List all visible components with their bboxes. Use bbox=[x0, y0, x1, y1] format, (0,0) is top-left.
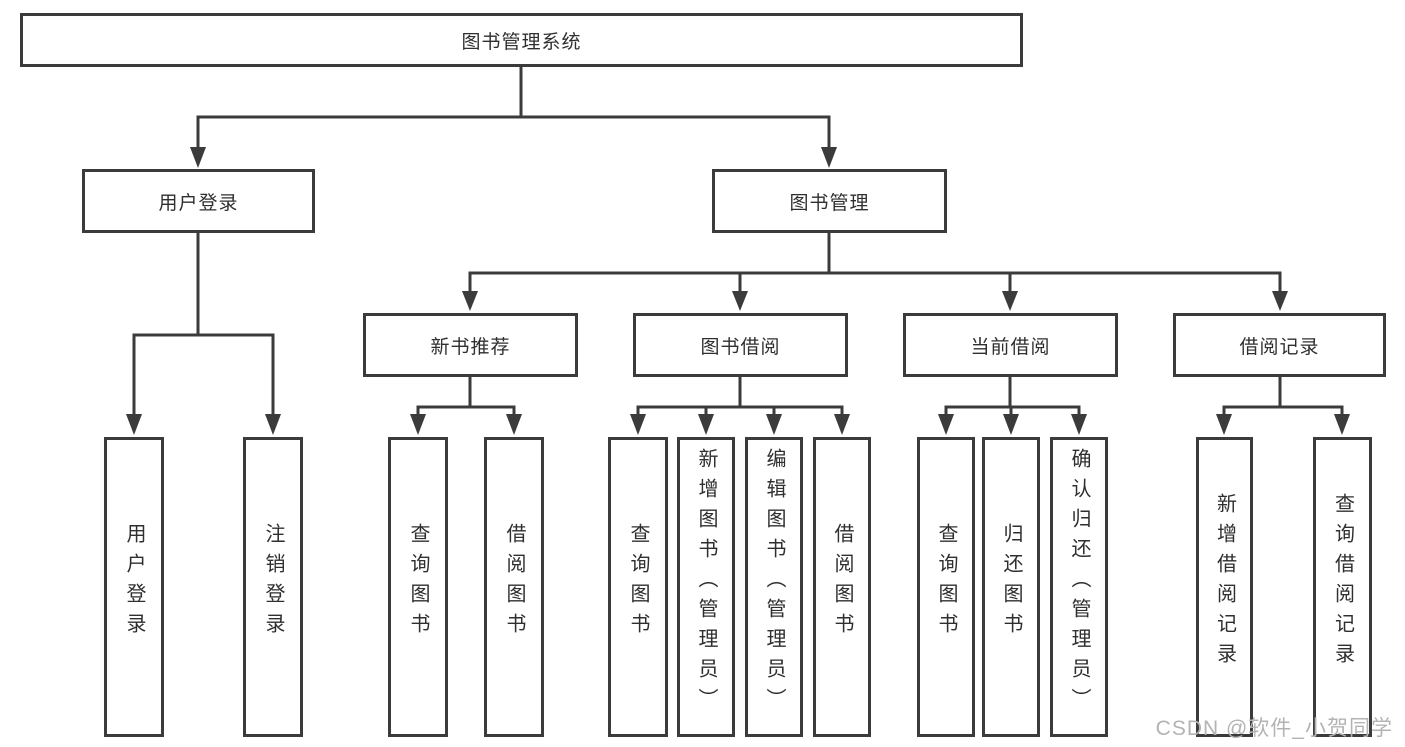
leaf-return-book-label: 归还图书 bbox=[1000, 523, 1022, 643]
node-root-label: 图书管理系统 bbox=[461, 31, 582, 53]
node-user-login: 用户登录 bbox=[82, 169, 315, 233]
arrowhead bbox=[1272, 291, 1288, 311]
leaf-borrow-book-1-label: 借阅图书 bbox=[503, 523, 525, 643]
arrowhead bbox=[834, 414, 850, 435]
node-user-login-label: 用户登录 bbox=[158, 192, 239, 214]
leaf-user-login-label: 用户登录 bbox=[123, 523, 145, 643]
arrowhead bbox=[766, 414, 782, 435]
arrowhead bbox=[462, 291, 478, 311]
leaf-query-borrow-record-label: 查询借阅记录 bbox=[1331, 493, 1354, 673]
node-new-book-recommend: 新书推荐 bbox=[363, 313, 578, 377]
leaf-borrow-book-1: 借阅图书 bbox=[484, 437, 544, 737]
leaf-query-book-3-label: 查询图书 bbox=[935, 523, 957, 643]
leaf-logout-label: 注销登录 bbox=[262, 523, 284, 643]
csdn-watermark: CSDN @软件_小贺同学 bbox=[1155, 717, 1393, 740]
node-root: 图书管理系统 bbox=[20, 13, 1023, 67]
arrowhead bbox=[1216, 414, 1232, 435]
arrowhead bbox=[190, 147, 206, 168]
arrowhead bbox=[265, 414, 281, 435]
node-book-management-label: 图书管理 bbox=[789, 192, 870, 214]
leaf-query-borrow-record: 查询借阅记录 bbox=[1313, 437, 1372, 737]
leaf-add-book-admin-label: 新增图书（管理员） bbox=[695, 448, 717, 718]
arrowhead bbox=[698, 414, 714, 435]
arrowhead bbox=[1003, 414, 1019, 435]
arrowhead bbox=[506, 414, 522, 435]
leaf-add-book-admin: 新增图书（管理员） bbox=[677, 437, 735, 737]
node-borrow-record: 借阅记录 bbox=[1173, 313, 1386, 377]
leaf-add-borrow-record: 新增借阅记录 bbox=[1196, 437, 1253, 737]
leaf-edit-book-admin-label: 编辑图书（管理员） bbox=[763, 448, 785, 718]
leaf-borrow-book-2-label: 借阅图书 bbox=[831, 523, 853, 643]
arrowhead bbox=[732, 291, 748, 311]
leaf-return-book: 归还图书 bbox=[982, 437, 1040, 737]
node-new-book-recommend-label: 新书推荐 bbox=[430, 336, 511, 358]
leaf-logout: 注销登录 bbox=[243, 437, 303, 737]
leaf-query-book-1: 查询图书 bbox=[388, 437, 448, 737]
leaf-query-book-2: 查询图书 bbox=[608, 437, 668, 737]
leaf-user-login: 用户登录 bbox=[104, 437, 164, 737]
arrowhead bbox=[630, 414, 646, 435]
arrowhead bbox=[1071, 414, 1087, 435]
leaf-add-borrow-record-label: 新增借阅记录 bbox=[1213, 493, 1236, 673]
node-current-borrow-label: 当前借阅 bbox=[970, 336, 1051, 358]
node-borrow-record-label: 借阅记录 bbox=[1239, 336, 1320, 358]
leaf-edit-book-admin: 编辑图书（管理员） bbox=[745, 437, 803, 737]
node-book-borrow-label: 图书借阅 bbox=[700, 336, 781, 358]
leaf-borrow-book-2: 借阅图书 bbox=[813, 437, 871, 737]
leaf-confirm-return-admin-label: 确认归还（管理员） bbox=[1068, 448, 1090, 718]
arrowhead bbox=[126, 414, 142, 435]
leaf-query-book-1-label: 查询图书 bbox=[407, 523, 429, 643]
leaf-query-book-3: 查询图书 bbox=[917, 437, 975, 737]
node-current-borrow: 当前借阅 bbox=[903, 313, 1118, 377]
arrowhead bbox=[410, 414, 426, 435]
node-book-management: 图书管理 bbox=[712, 169, 947, 233]
arrowhead bbox=[938, 414, 954, 435]
arrowhead bbox=[1002, 291, 1018, 311]
leaf-confirm-return-admin: 确认归还（管理员） bbox=[1050, 437, 1108, 737]
node-book-borrow: 图书借阅 bbox=[633, 313, 848, 377]
arrowhead bbox=[821, 147, 837, 168]
arrowhead bbox=[1334, 414, 1350, 435]
leaf-query-book-2-label: 查询图书 bbox=[627, 523, 649, 643]
